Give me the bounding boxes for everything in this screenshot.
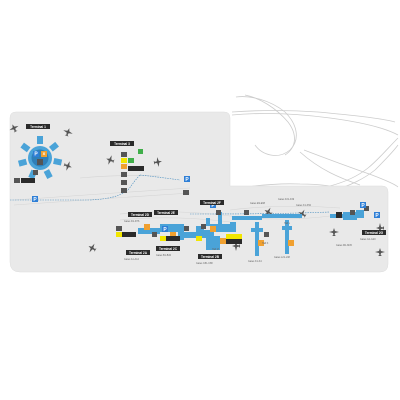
label-terminal-3: Terminal 3: [110, 141, 134, 146]
svg-text:Terminal 2F: Terminal 2F: [203, 201, 221, 205]
gate-label: Gates K1-K52: [296, 204, 312, 207]
label-terminal-2a: Terminal 2A: [126, 250, 150, 255]
svg-text:P: P: [34, 152, 38, 158]
airplane-icon: [376, 223, 384, 233]
yellow-markers: [116, 232, 242, 241]
baggage-icon: [41, 151, 47, 157]
airplane-icon: [63, 128, 73, 137]
svg-text:Terminal 3: Terminal 3: [114, 142, 130, 146]
terminal-labels: Terminal 1 Terminal 3 Terminal 2D Termin…: [26, 124, 386, 259]
label-hall-l: Hall L: [284, 222, 291, 225]
info-blocks: [122, 212, 342, 244]
gate-label: Gates E9-E68: [250, 202, 266, 205]
label-terminal-2g: Terminal 2G: [362, 230, 386, 235]
svg-text:P: P: [33, 197, 37, 203]
terminal-2-complex[interactable]: P P P P: [116, 202, 380, 256]
airplane-icons: [9, 124, 385, 256]
gate-label: Gates M1-M45: [336, 244, 352, 247]
gate-label: Gates K1-K4: [248, 260, 262, 263]
label-terminal-2f: Terminal 2F: [200, 200, 224, 205]
svg-text:×: ×: [43, 152, 46, 158]
label-hall-k: Hall K: [262, 242, 269, 245]
label-terminal-2e: Terminal 2E: [154, 210, 178, 215]
label-hall-m: Hall M: [212, 248, 219, 251]
svg-text:P: P: [375, 213, 379, 219]
baggage-icon: [144, 224, 294, 246]
gate-labels: Gates A1-A14 Gates B1-B34 Gates C81-C88 …: [124, 198, 376, 265]
svg-text:P: P: [211, 203, 215, 209]
svg-text:Terminal 1: Terminal 1: [30, 125, 46, 129]
terminal-3-facilities: P P: [14, 149, 190, 203]
svg-text:P: P: [361, 203, 365, 209]
gate-label: Gates D1-D76: [124, 220, 140, 223]
rail-line: [10, 174, 331, 215]
gate-label: Gates F21-F49: [278, 198, 295, 201]
gate-label: Gates B1-B34: [156, 254, 172, 257]
airplane-icon: [63, 161, 72, 171]
airplane-icon: [375, 248, 385, 256]
svg-text:P: P: [163, 227, 167, 233]
svg-text:Terminal 2G: Terminal 2G: [365, 231, 384, 235]
airplane-icon: [88, 243, 97, 253]
airplane-icon: [329, 228, 339, 236]
svg-text:Terminal 2A: Terminal 2A: [129, 251, 148, 255]
gate-label: Gates G1-G20: [360, 238, 376, 241]
airplane-icon: [9, 124, 19, 133]
gate-label: Gates L21-L38: [274, 256, 290, 259]
svg-text:Terminal 2E: Terminal 2E: [157, 211, 175, 215]
parking-icon: [33, 151, 39, 157]
label-terminal-2b: Terminal 2B: [198, 254, 222, 259]
gate-label: Gates A1-A14: [124, 258, 140, 261]
svg-text:Terminal 2B: Terminal 2B: [201, 255, 220, 259]
svg-text:Terminal 2C: Terminal 2C: [159, 247, 178, 251]
bus-icon: [37, 159, 43, 165]
label-terminal-2d: Terminal 2D: [128, 212, 152, 217]
parking-icon: [184, 176, 190, 182]
label-terminal-2c: Terminal 2C: [156, 246, 180, 251]
parking-icon: [32, 196, 38, 202]
airport-zones: [9, 111, 389, 273]
label-terminal-1: Terminal 1: [26, 124, 50, 129]
airplane-icon: [232, 241, 240, 251]
gate-label: Gates C81-C88: [196, 262, 213, 265]
svg-text:P: P: [185, 177, 189, 183]
airplane-icon: [153, 157, 162, 167]
airplane-icon: [106, 155, 115, 165]
bus-icon: [116, 206, 369, 237]
terminal-2-buildings: [138, 210, 364, 256]
svg-text:Terminal 2D: Terminal 2D: [131, 213, 150, 217]
